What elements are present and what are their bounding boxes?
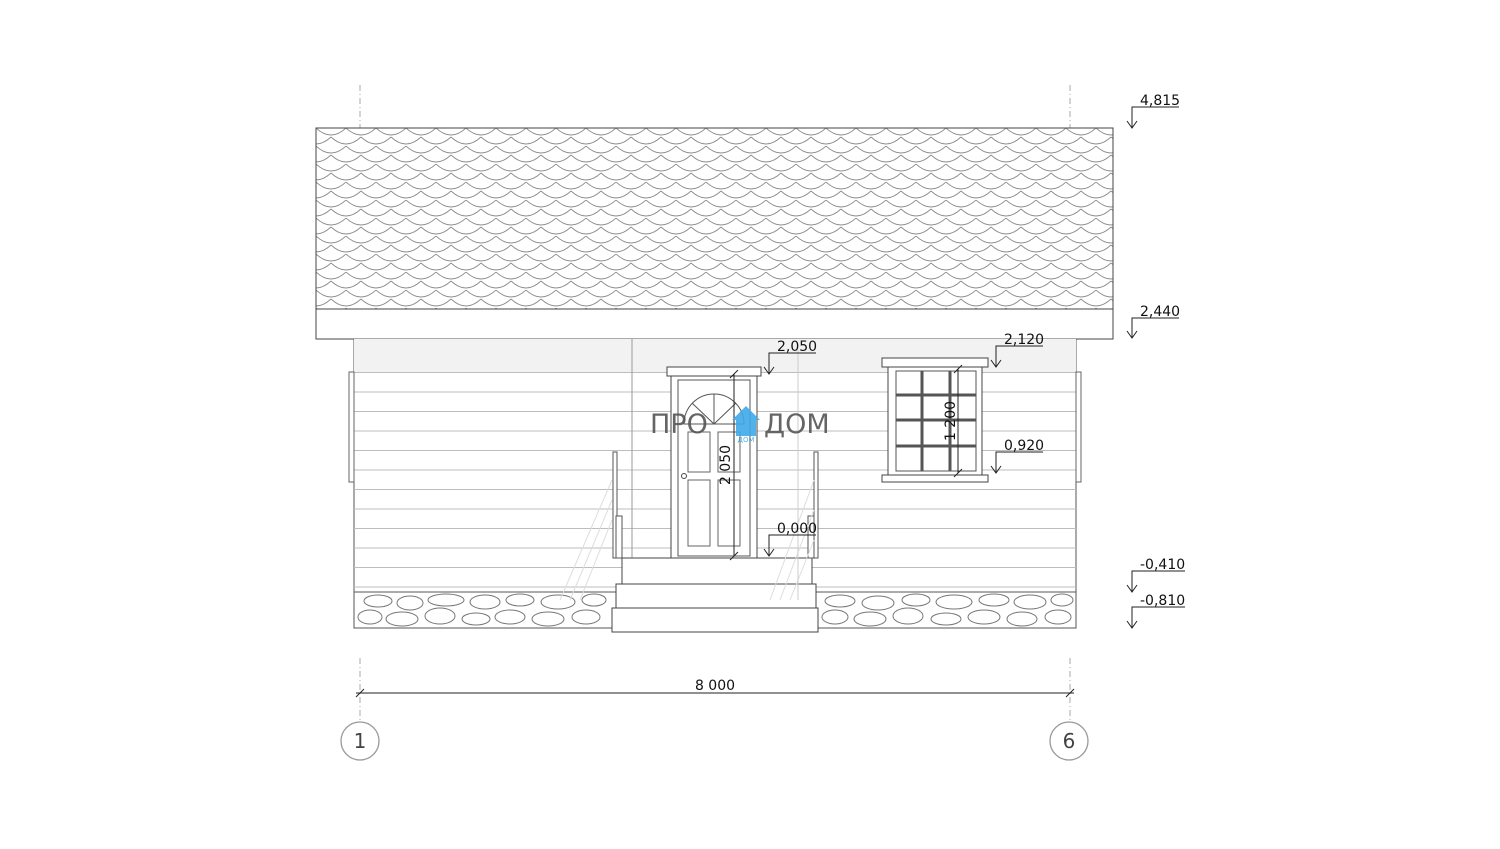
door-height-label: 2 050 — [718, 445, 734, 485]
porch-post-left — [612, 451, 618, 559]
overall-width-dimension — [355, 688, 1075, 698]
level-marker-floor — [763, 534, 816, 557]
axis-bubble-left — [340, 721, 380, 761]
corner-trim-right — [1075, 371, 1082, 483]
logo-left-text: ПРО — [650, 409, 708, 440]
logo-right-text: ДОМ — [764, 409, 830, 440]
level-marker-grade-2 — [1126, 606, 1185, 629]
window — [881, 357, 989, 483]
axis-lines — [359, 85, 1071, 722]
corner-trim-left — [348, 371, 355, 483]
house-icon — [732, 406, 760, 436]
level-marker-door-head — [763, 352, 816, 375]
level-floor-label: 0,000 — [777, 521, 817, 537]
door-handle-icon — [681, 473, 687, 479]
roof — [315, 127, 1114, 340]
logo-small-text: ДОМ — [737, 436, 754, 444]
level-grade-1-label: -0,410 — [1140, 557, 1185, 573]
level-window-sill-label: 0,920 — [1004, 438, 1044, 454]
level-grade-2-label: -0,810 — [1140, 593, 1185, 609]
level-door-head-label: 2,050 — [777, 339, 817, 355]
level-marker-window-head — [990, 345, 1043, 368]
level-ridge-label: 4,815 — [1140, 93, 1180, 109]
window-height-label: 1 200 — [943, 401, 959, 441]
level-eave-label: 2,440 — [1140, 304, 1180, 320]
window-height-dimension — [953, 364, 963, 478]
porch-post-right — [813, 451, 819, 559]
level-marker-window-sill — [990, 451, 1043, 474]
level-marker-eave — [1126, 317, 1179, 339]
prodom-logo: ПРО ДОМ ДОМ — [650, 406, 830, 444]
door-height-dimension — [729, 369, 739, 561]
level-marker-ridge — [1126, 106, 1179, 129]
axis-right-label: 6 — [1063, 729, 1076, 753]
level-window-head-label: 2,120 — [1004, 332, 1044, 348]
roof-fascia — [315, 308, 1114, 340]
axis-left-label: 1 — [354, 729, 367, 753]
axis-bubble-right — [1049, 721, 1089, 761]
level-marker-grade-1 — [1126, 570, 1185, 593]
porch-steps — [559, 451, 819, 633]
overall-width-label: 8 000 — [695, 678, 735, 694]
entrance-door — [666, 366, 762, 559]
